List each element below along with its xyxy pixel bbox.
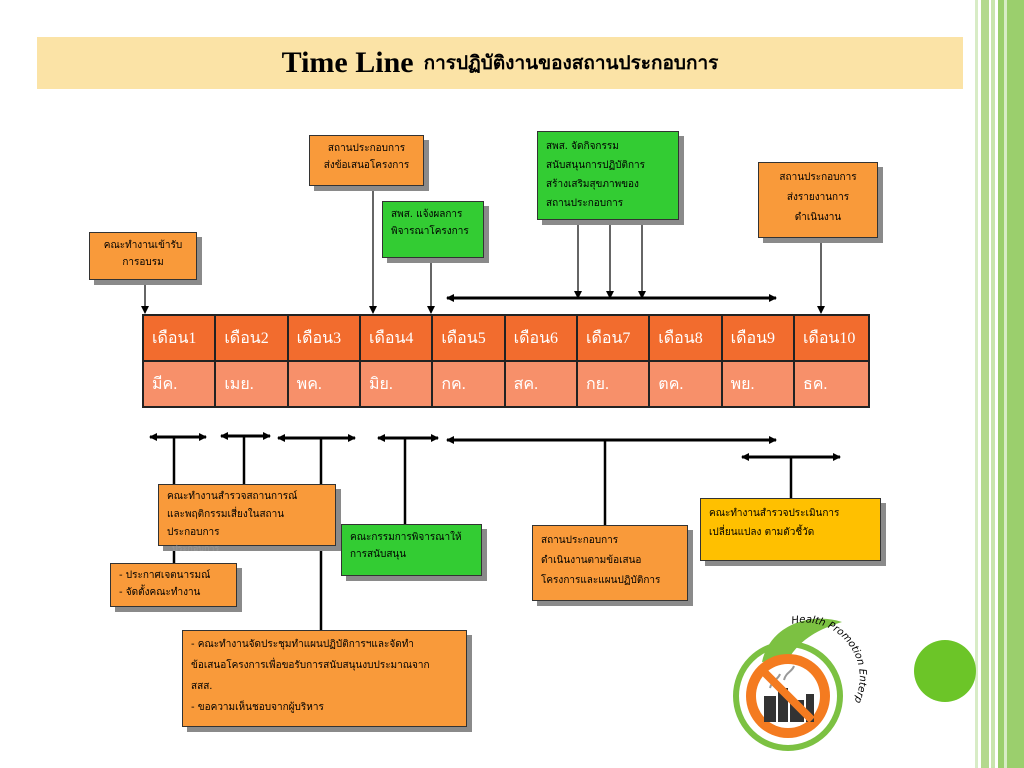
month-abbr-cell: พย.	[720, 360, 795, 408]
month-row: เดือน1 เดือน2 เดือน3 เดือน4 เดือน5 เดือน…	[141, 314, 871, 362]
month-abbr-cell: พค.	[286, 360, 361, 408]
survey-faint-text: ประกอบการ	[172, 544, 220, 554]
box-survey: คณะทำงานสำรวจสถานการณ์ และพฤติกรรมเสี่ยง…	[158, 484, 336, 546]
box-training: คณะทำงานเข้ารับ การอบรม	[89, 232, 197, 280]
month-cell: เดือน8	[648, 314, 723, 362]
month-cell: เดือน7	[575, 314, 651, 362]
month-cell: เดือน3	[286, 314, 361, 362]
month-cell: เดือน5	[431, 314, 506, 362]
box-report: สถานประกอบการ ส่งรายงานการ ดำเนินงาน	[758, 162, 878, 238]
month-abbr-cell: มีค.	[141, 360, 217, 408]
month-abbr-cell: เมย.	[214, 360, 289, 408]
decor-stripe-5	[1004, 0, 1007, 768]
month-abbr-cell: มิย.	[358, 360, 434, 408]
timeline-table: เดือน1 เดือน2 เดือน3 เดือน4 เดือน5 เดือน…	[141, 314, 871, 408]
box-activities: สพส. จัดกิจกรรม สนับสนุนการปฏิบัติการ สร…	[537, 131, 679, 220]
box-submit-proposal: สถานประกอบการ ส่งข้อเสนอโครงการ	[309, 135, 424, 186]
decor-stripe-2	[981, 0, 989, 768]
title-main: Time Line	[281, 46, 414, 79]
month-abbr-cell: ธค.	[792, 360, 871, 408]
box-notify-result: สพส. แจ้งผลการ พิจารณาโครงการ	[382, 201, 484, 258]
title-bar: Time Line การปฏิบัติงานของสถานประกอบการ	[37, 37, 963, 89]
month-abbr-cell: กค.	[431, 360, 506, 408]
month-abbr-cell: กย.	[575, 360, 651, 408]
month-cell: เดือน4	[358, 314, 434, 362]
month-cell: เดือน1	[141, 314, 217, 362]
decor-stripe-4	[998, 0, 1024, 768]
month-abbr-cell: สค.	[503, 360, 578, 408]
month-cell: เดือน2	[214, 314, 289, 362]
box-implement: สถานประกอบการ ดำเนินงานตามข้อเสนอ โครงกา…	[532, 525, 688, 601]
month-abbr-row: มีค. เมย. พค. มิย. กค. สค. กย. ตค. พย. ธ…	[141, 360, 871, 408]
logo-leaf-icon	[762, 618, 842, 662]
box-evaluate: คณะทำงานสำรวจประเมินการ เปลี่ยนแปลง ตามต…	[700, 498, 881, 561]
box-meeting: - คณะทำงานจัดประชุมทำแผนปฏิบัติการฯและจั…	[182, 630, 467, 727]
month-cell: เดือน9	[720, 314, 795, 362]
decor-green-dot	[914, 640, 976, 702]
month-abbr-cell: ตค.	[648, 360, 723, 408]
box-announce: - ประกาศเจตนารมณ์ - จัดตั้งคณะทำงาน	[110, 563, 237, 607]
box-committee: คณะกรรมการพิจารณาให้ การสนับสนุน	[341, 524, 482, 576]
month-cell: เดือน10	[792, 314, 871, 362]
month-cell: เดือน6	[503, 314, 578, 362]
decor-stripe-1	[975, 0, 978, 768]
title-thai: การปฏิบัติงานของสถานประกอบการ	[423, 52, 719, 74]
health-promotion-logo: Health Promotion Enterprise	[722, 604, 868, 751]
decor-stripe-3	[991, 0, 995, 768]
